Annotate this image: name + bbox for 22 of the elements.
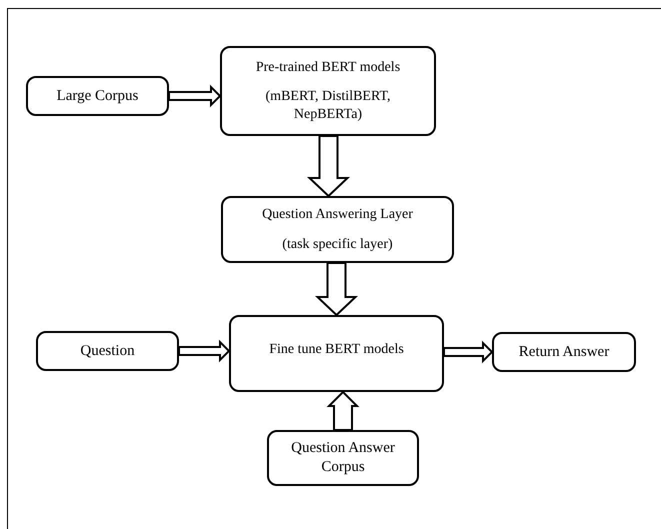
process-box — [267, 430, 419, 486]
box-label: Question Answering Layer — [262, 206, 413, 224]
box-label: (task specific layer) — [282, 236, 393, 253]
process-box — [36, 331, 179, 371]
box-label: Large Corpus — [56, 86, 138, 106]
block-arrow — [307, 135, 350, 198]
box-label: Question Answer Corpus — [290, 439, 396, 477]
process-box — [220, 46, 436, 136]
block-arrow — [168, 84, 222, 108]
box-label: Fine tune BERT models — [269, 341, 404, 358]
box-label: (mBERT, DistilBERT, NepBERTa) — [264, 88, 392, 124]
box-label: Pre-trained BERT models — [256, 58, 400, 76]
box-label: Question — [80, 342, 135, 360]
block-arrow — [443, 340, 494, 364]
process-box — [229, 315, 444, 392]
process-box — [492, 332, 636, 372]
box-label: Return Answer — [518, 342, 610, 362]
process-box — [26, 76, 169, 116]
block-arrow — [315, 262, 358, 316]
block-arrow — [178, 340, 230, 362]
process-box — [221, 196, 454, 263]
block-arrow — [326, 390, 360, 431]
